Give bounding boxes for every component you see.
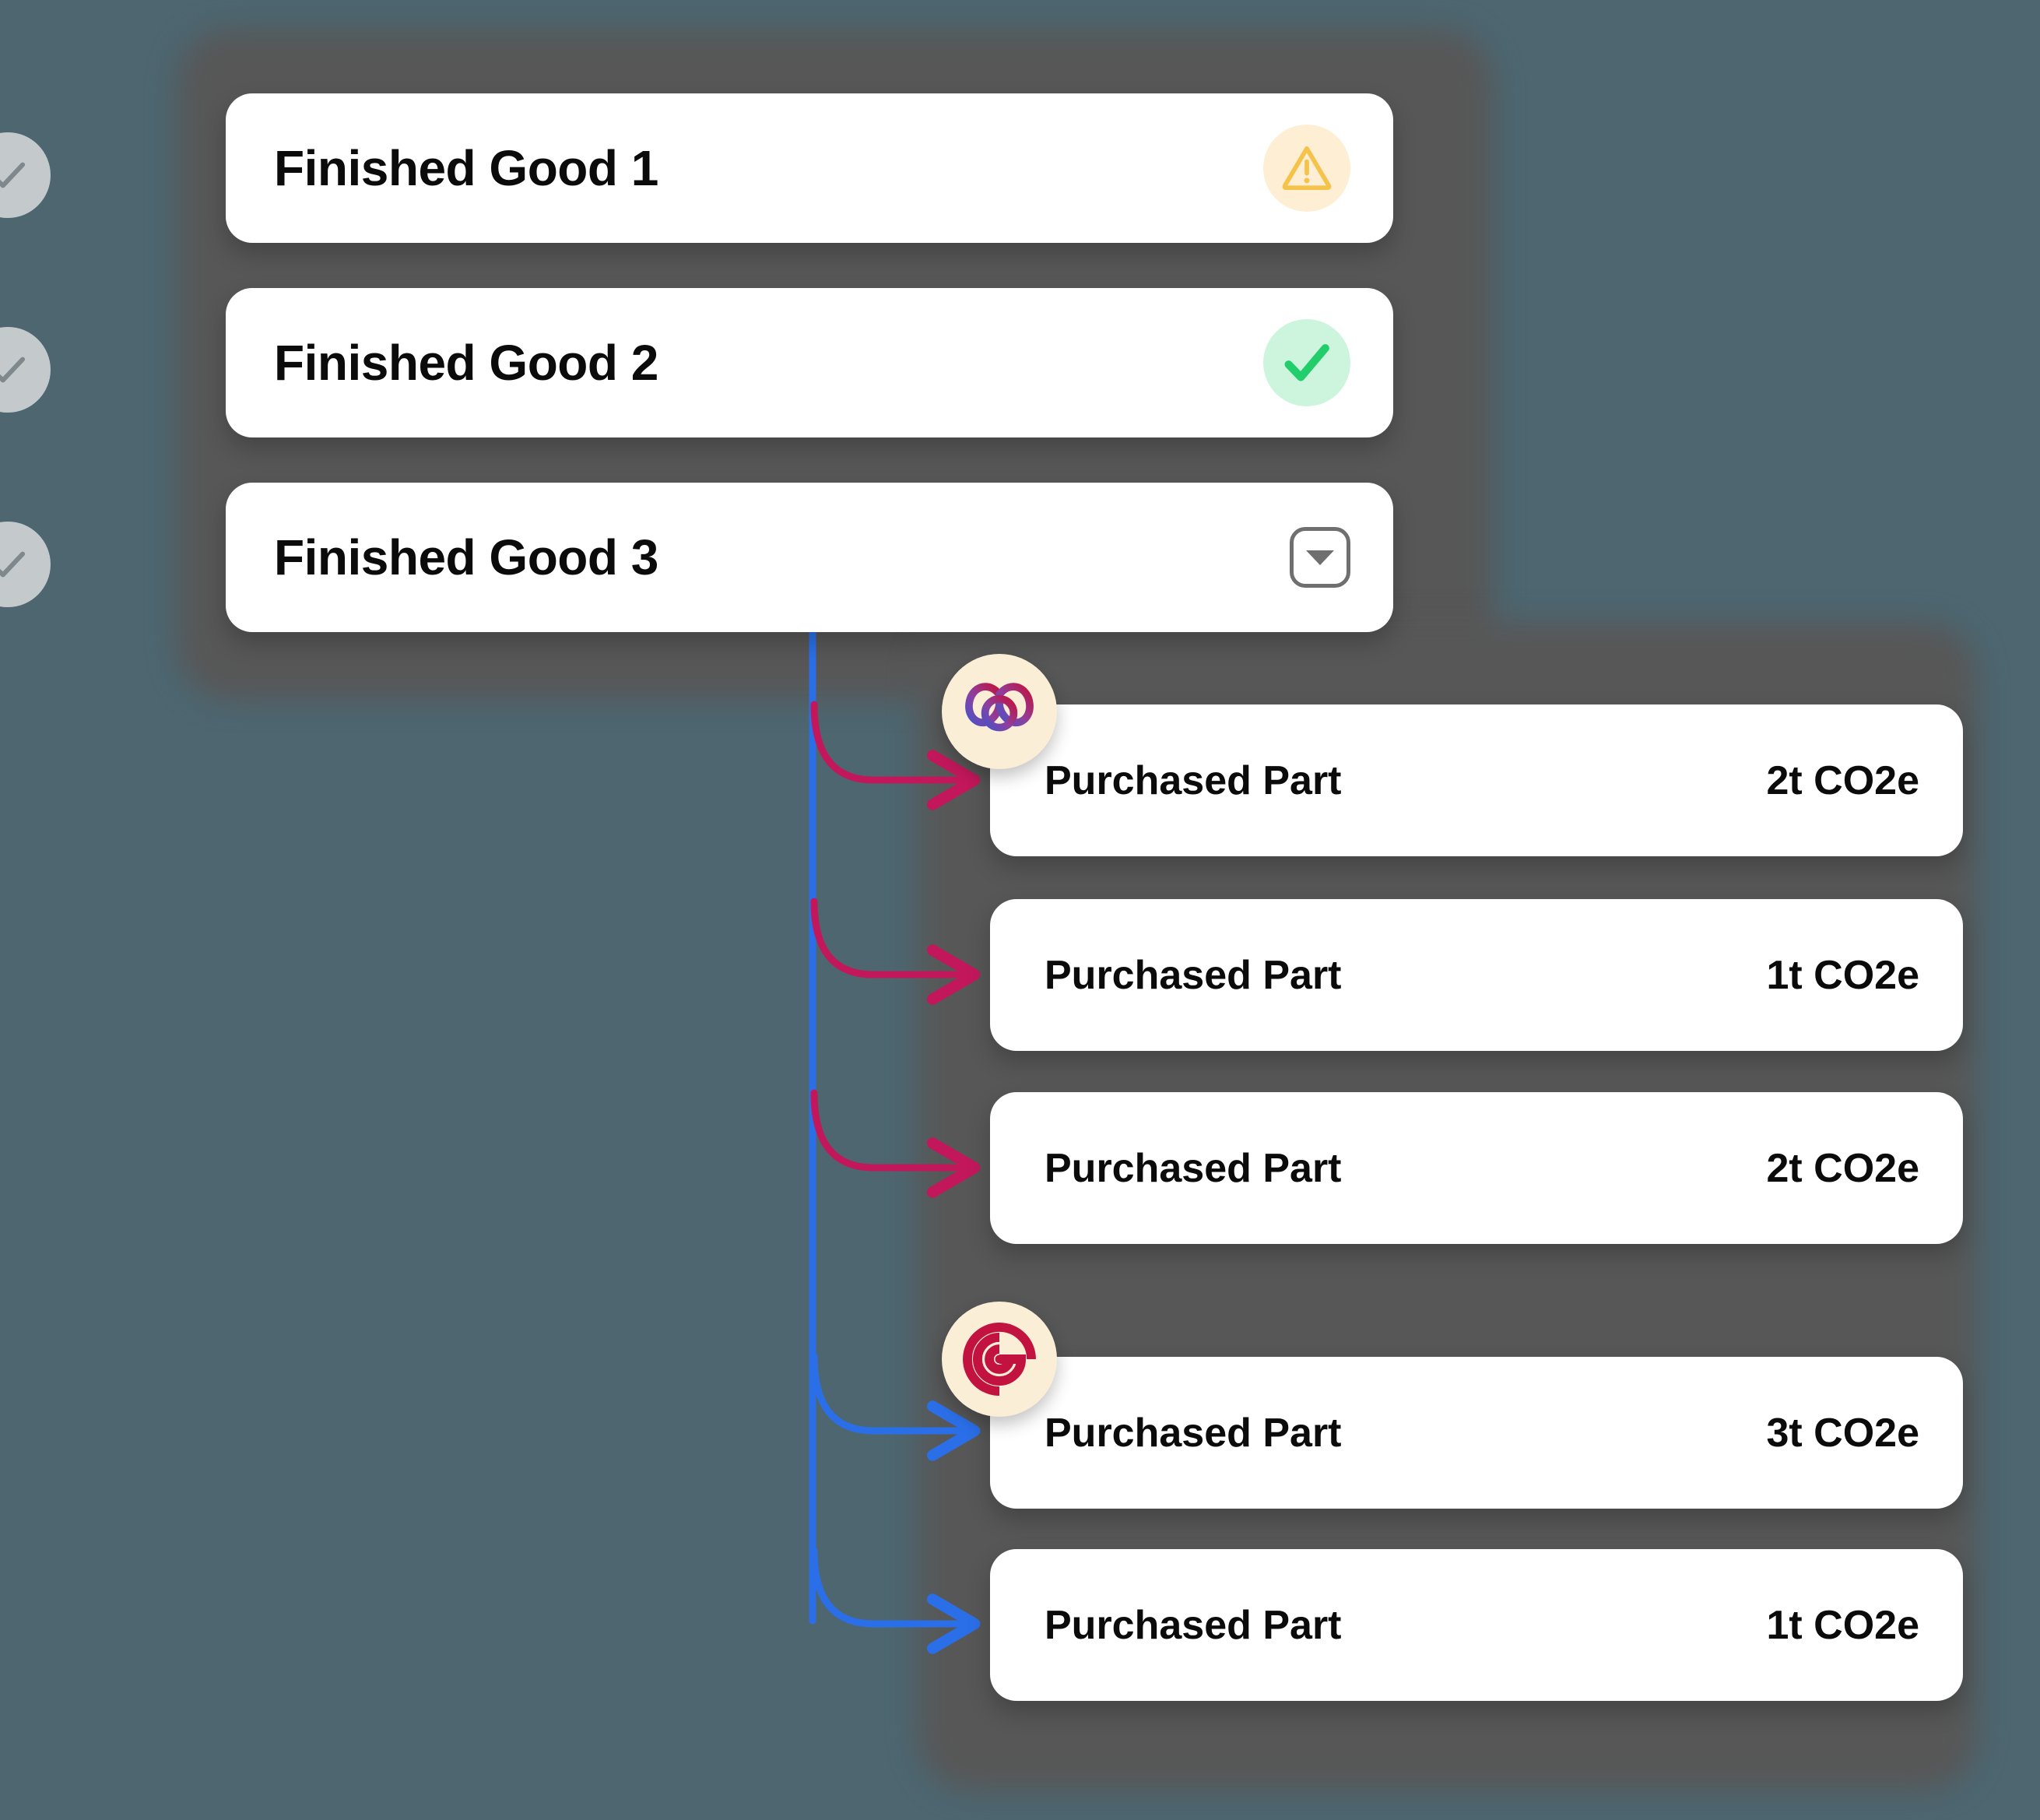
supplier-badge-group-1[interactable] — [942, 654, 1057, 769]
purchased-part-label: Purchased Part — [1045, 952, 1342, 998]
purchased-part-label: Purchased Part — [1045, 757, 1342, 803]
purchased-part-label: Purchased Part — [1045, 1410, 1342, 1456]
purchased-part-card[interactable]: Purchased Part 2t CO2e — [990, 1092, 1963, 1244]
purchased-part-emissions: 1t CO2e — [1766, 952, 1919, 998]
finished-good-card[interactable]: Finished Good 1 — [226, 93, 1393, 243]
check-icon — [1284, 344, 1329, 381]
purchased-part-emissions: 3t CO2e — [1766, 1410, 1919, 1456]
status-badge-warning[interactable] — [1263, 125, 1350, 212]
purchased-part-card[interactable]: Purchased Part 1t CO2e — [990, 1549, 1963, 1701]
rail-step-2[interactable] — [0, 327, 51, 413]
warning-triangle-icon — [1282, 146, 1332, 191]
check-icon — [0, 551, 26, 578]
finished-good-label: Finished Good 2 — [274, 335, 658, 391]
finished-good-card[interactable]: Finished Good 3 — [226, 483, 1393, 632]
finished-good-label: Finished Good 1 — [274, 140, 658, 196]
purchased-part-label: Purchased Part — [1045, 1145, 1342, 1191]
spiral-target-logo-icon — [963, 1323, 1036, 1396]
purchased-part-emissions: 1t CO2e — [1766, 1602, 1919, 1648]
interlocking-loops-logo-icon — [965, 683, 1034, 732]
purchased-part-card[interactable]: Purchased Part 3t CO2e — [990, 1357, 1963, 1509]
check-icon — [0, 357, 26, 383]
supplier-badge-group-2[interactable] — [942, 1302, 1057, 1417]
purchased-part-label: Purchased Part — [1045, 1602, 1342, 1648]
finished-good-label: Finished Good 3 — [274, 529, 658, 585]
status-badge-success[interactable] — [1263, 319, 1350, 406]
purchased-part-card[interactable]: Purchased Part 2t CO2e — [990, 704, 1963, 856]
rail-step-1[interactable] — [0, 132, 51, 218]
purchased-part-card[interactable]: Purchased Part 1t CO2e — [990, 899, 1963, 1051]
check-icon — [0, 162, 26, 188]
chevron-down-icon — [1306, 550, 1334, 565]
finished-good-card[interactable]: Finished Good 2 — [226, 288, 1393, 437]
purchased-part-emissions: 2t CO2e — [1766, 1145, 1919, 1191]
rail-dashed-connector — [5, 195, 12, 335]
progress-rail — [0, 132, 97, 615]
expand-collapse-button[interactable] — [1290, 527, 1350, 588]
purchased-part-emissions: 2t CO2e — [1766, 757, 1919, 803]
rail-step-3[interactable] — [0, 522, 51, 607]
rail-dashed-connector — [5, 389, 12, 529]
